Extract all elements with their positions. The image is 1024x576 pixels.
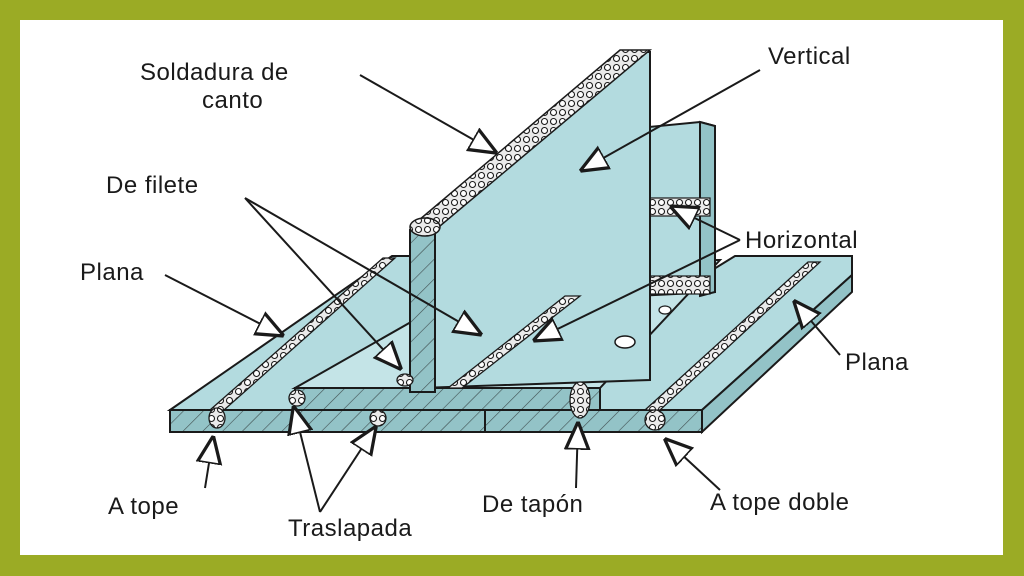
label-horizontal: Horizontal [745, 227, 859, 254]
lap-weld-right [369, 409, 387, 427]
label-de-filete: De filete [106, 172, 199, 199]
label-a-tope: A tope [108, 493, 180, 520]
weld-joints-diagram [164, 49, 853, 513]
label-vertical: Vertical [768, 43, 851, 70]
label-soldadura-canto-1: Soldadura de [140, 59, 289, 86]
label-plana-left: Plana [80, 259, 144, 286]
label-de-tapon: De tapón [482, 491, 584, 518]
upright-plate [408, 49, 653, 393]
label-a-tope-doble: A tope doble [710, 489, 850, 516]
leader-arrows [164, 69, 841, 513]
diagram-panel: Soldadura de canto Vertical De filete Ho… [20, 20, 1003, 555]
label-plana-right: Plana [845, 349, 909, 376]
lap-weld-left [288, 389, 306, 407]
plug-weld [569, 381, 591, 419]
label-soldadura-canto-2: canto [202, 87, 264, 114]
fillet-weld-left [396, 373, 414, 387]
label-traslapada: Traslapada [288, 515, 413, 542]
